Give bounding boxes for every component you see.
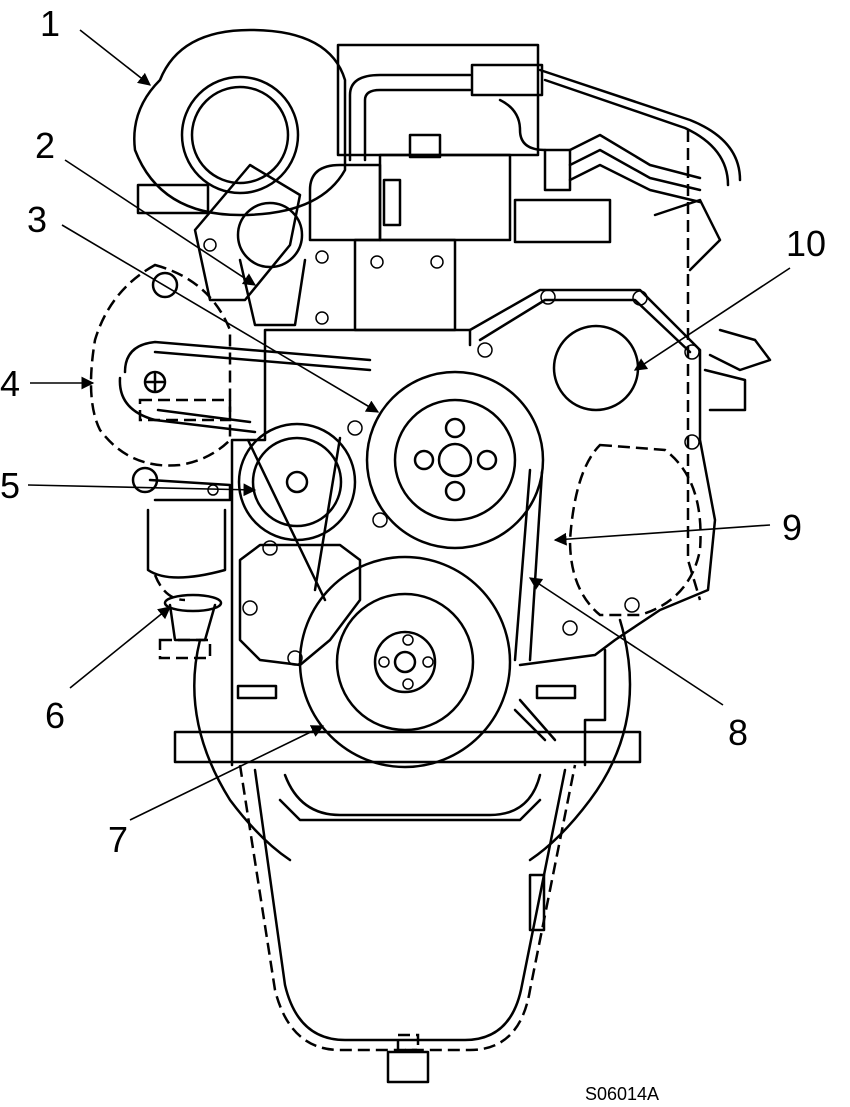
leader-5: [27, 483, 257, 497]
leader-6: [69, 606, 171, 689]
fan-hub-pulley: [365, 370, 545, 550]
callout-10: 10: [786, 223, 826, 264]
front-gear-cover: [468, 288, 717, 667]
callout-1: 1: [40, 3, 60, 44]
turbocharger: [133, 28, 347, 217]
callout-6: 6: [45, 695, 65, 736]
callout-4: 4: [0, 363, 20, 404]
engine-block: [173, 328, 642, 767]
callout-2: 2: [35, 125, 55, 166]
leader-10: [633, 267, 791, 371]
callout-5: 5: [0, 465, 20, 506]
water-pump-plate: [238, 420, 388, 667]
fuel-pump: [308, 133, 722, 332]
callout-leaders: [27, 29, 791, 821]
leader-2: [64, 159, 257, 286]
oil-pan: [238, 764, 577, 1084]
leader-9: [553, 524, 771, 546]
leader-1: [79, 29, 152, 86]
idler-pulley: [237, 422, 357, 542]
figure-id: S06014A: [585, 1084, 659, 1104]
callout-3: 3: [27, 199, 47, 240]
leader-7: [129, 725, 325, 821]
callout-8: 8: [728, 712, 748, 753]
callout-7: 7: [108, 819, 128, 860]
right-side-wiring: [686, 130, 772, 601]
crankshaft-pulley: [298, 555, 512, 769]
callout-labels: 1 2 3 4 5 6 7 8 9 10: [0, 3, 826, 860]
leader-3: [61, 224, 380, 413]
callout-9: 9: [782, 507, 802, 548]
leader-8: [528, 577, 724, 706]
air-intake: [336, 43, 742, 187]
water-outlet: [146, 508, 227, 660]
drive-belt: [118, 340, 544, 662]
fuel-filter-bracket: [193, 163, 329, 327]
flywheel-housing: [193, 618, 632, 862]
